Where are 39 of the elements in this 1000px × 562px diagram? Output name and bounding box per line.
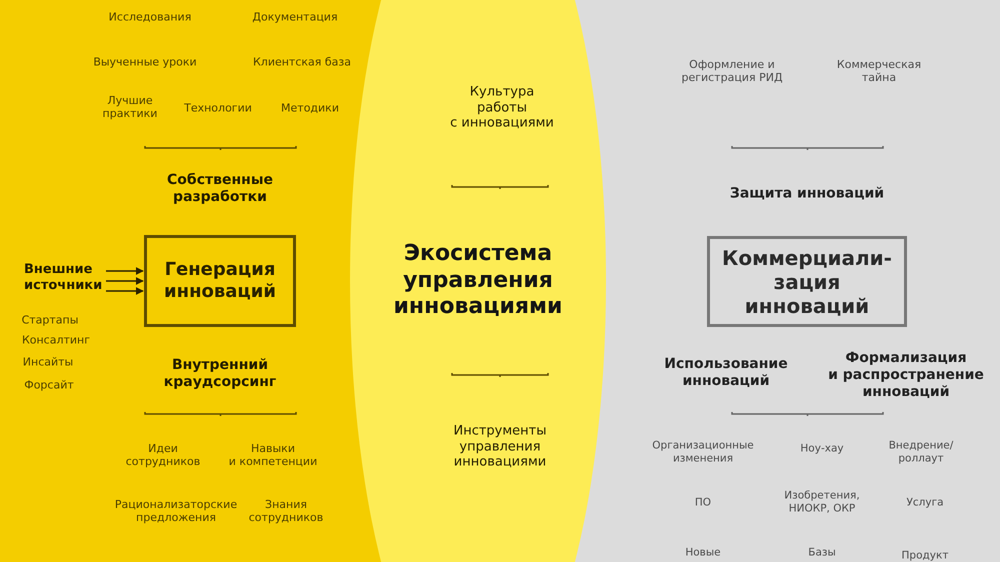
- item-label: Ноу-хау: [800, 442, 844, 456]
- item-label: Методики: [281, 101, 339, 115]
- item-label: Исследования: [108, 10, 192, 24]
- item-label: Документация: [252, 10, 338, 24]
- arrow: [106, 277, 144, 285]
- arrow: [106, 267, 144, 275]
- process-box: Коммерциали-зация инноваций: [707, 236, 907, 327]
- item-label: Клиентская база: [252, 55, 352, 69]
- process-box: Генерация инноваций: [144, 235, 296, 327]
- item-label: Инсайты: [22, 355, 74, 369]
- item-label: ПО: [694, 496, 712, 510]
- item-label: Оформление и регистрация РИД: [681, 58, 783, 84]
- item-label: Базы: [808, 546, 836, 560]
- item-label: Новые: [685, 546, 721, 560]
- section-heading: Защита инноваций: [730, 186, 884, 202]
- section-heading: Формализация и распространение инноваций: [828, 350, 984, 400]
- item-label: Идеи сотрудников: [126, 442, 200, 468]
- section-heading: Внутренний краудсорсинг: [164, 357, 276, 391]
- item-label: Инструменты управления инновациями: [453, 424, 547, 470]
- item-label: Знания сотрудников: [248, 498, 324, 524]
- item-label: Продукт: [902, 550, 948, 562]
- item-label: Консалтинг: [22, 333, 90, 347]
- item-label: Форсайт: [24, 378, 74, 392]
- source-label: Внешние источники: [24, 262, 102, 294]
- item-label: Навыки и компетенции: [228, 442, 318, 468]
- item-label: Культура работы с инновациями: [450, 84, 554, 132]
- item-label: Лучшие практики: [102, 94, 158, 120]
- item-label: Коммерческая тайна: [836, 58, 922, 84]
- arrow: [106, 287, 144, 295]
- item-label: Стартапы: [22, 313, 78, 327]
- item-label: Организационные изменения: [652, 439, 754, 465]
- item-label: Выученные уроки: [93, 55, 197, 69]
- item-label: Услуга: [906, 496, 944, 510]
- item-label: Технологии: [184, 101, 252, 115]
- item-label: Изобретения, НИОКР, ОКР: [784, 489, 860, 515]
- section-heading: Использование инноваций: [664, 356, 788, 390]
- item-label: Внедрение/ роллаут: [888, 439, 954, 465]
- item-label: Рационализаторские предложения: [114, 498, 238, 524]
- section-heading: Собственные разработки: [167, 172, 273, 206]
